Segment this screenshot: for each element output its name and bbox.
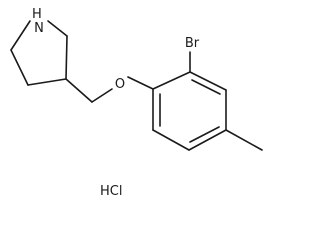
ring-bond-4-inner (189, 126, 220, 143)
ring-bond-5 (152, 129, 190, 151)
bond-c5-n (10, 20, 31, 51)
ring-bond-2-inner (191, 79, 221, 95)
ring-bond-2 (189, 71, 227, 91)
bond-ch2-o (91, 88, 113, 103)
bond-aryl-methyl (225, 129, 263, 151)
benzene-ring (152, 71, 227, 151)
ring-bond-1 (152, 71, 191, 90)
hcl-label: HCl (100, 184, 122, 199)
structure-diagram: H N O Br HCl (10, 7, 263, 199)
bond-n-c2 (47, 20, 68, 37)
atom-bromine-label: Br (185, 36, 200, 51)
atom-oxygen-label: O (115, 77, 125, 92)
atom-nh-label: H N (32, 7, 46, 36)
bond-c3-c4 (27, 78, 67, 86)
bond-c2-c3 (65, 35, 68, 80)
pyrrolidine-ring (10, 20, 68, 86)
bond-c3-ch2 (65, 78, 93, 103)
bond-c4-c5 (10, 49, 29, 86)
ring-bond-4 (188, 129, 227, 151)
bond-o-aryl (127, 76, 154, 90)
